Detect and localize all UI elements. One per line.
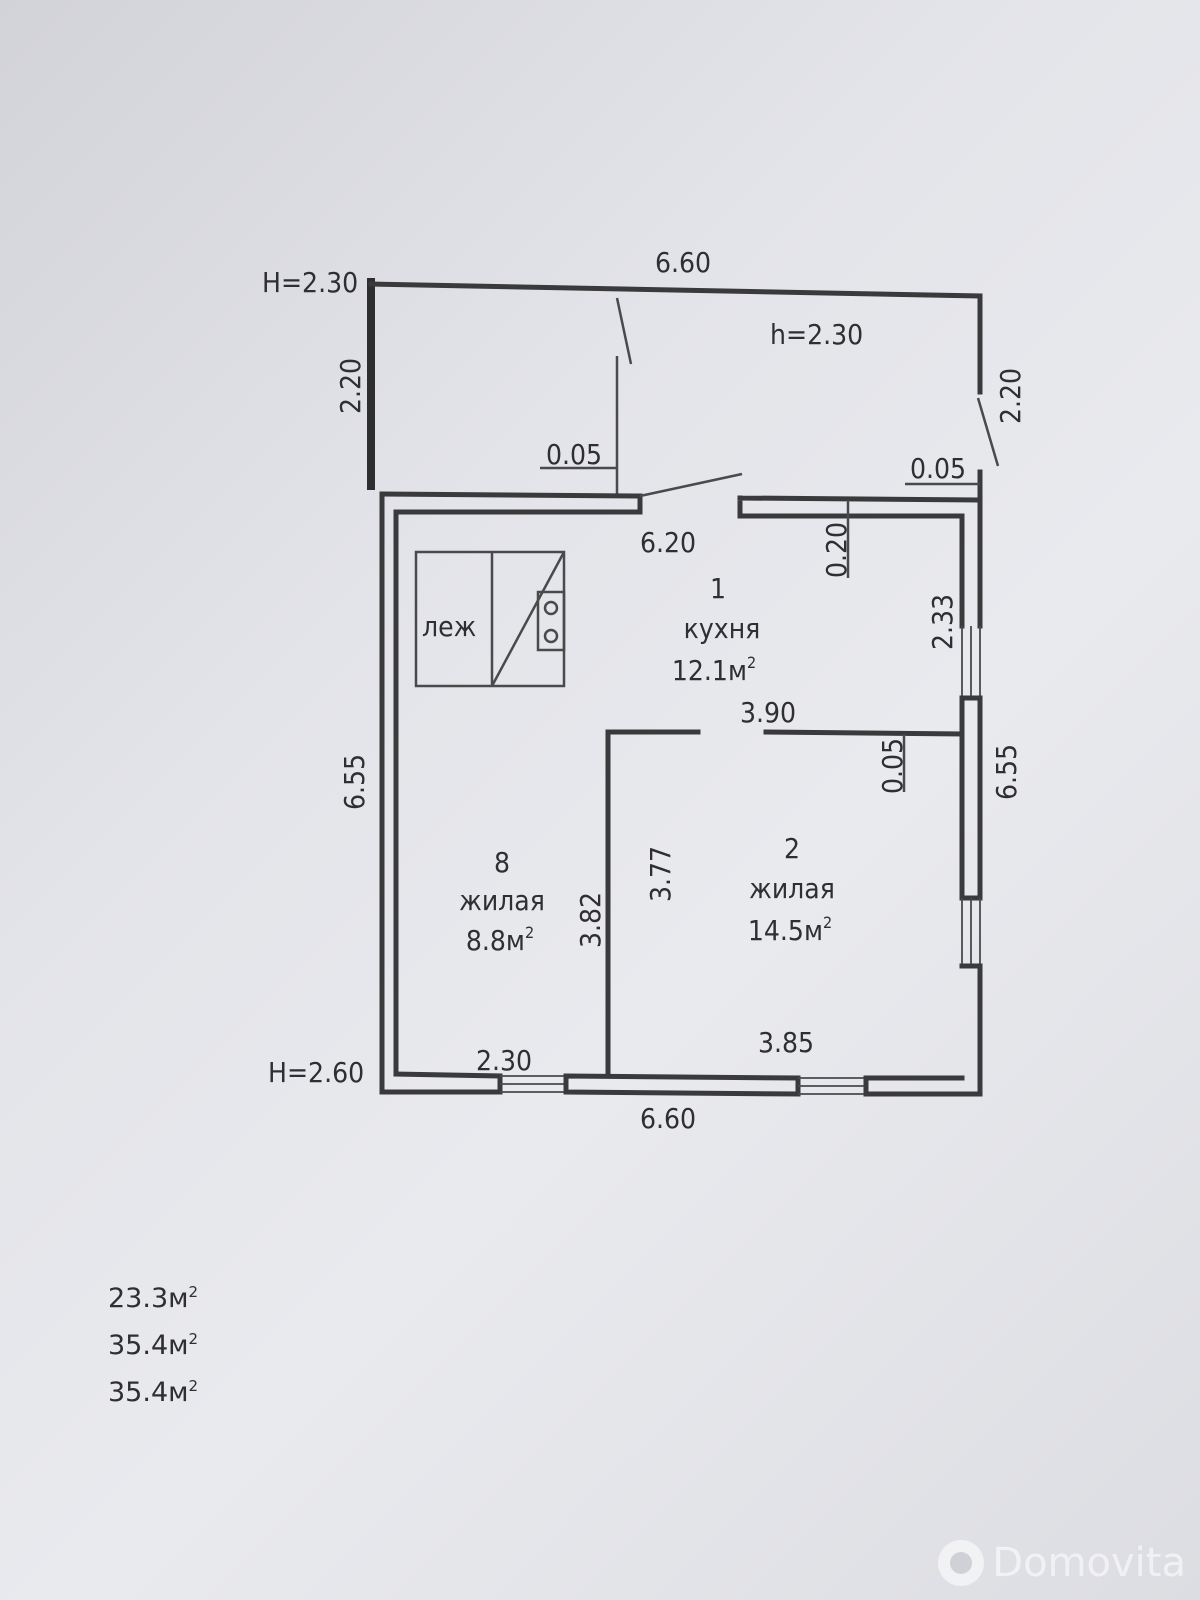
- house-top-wall-left: [379, 491, 643, 515]
- house-right-wall-lower: [959, 963, 983, 1097]
- label-veranda-partition-right: 0.05: [910, 452, 966, 485]
- label-room2-height: 3.77: [644, 846, 677, 902]
- house-top-wall-right: [737, 495, 983, 519]
- label-height-top: H=2.30: [262, 266, 358, 299]
- label-veranda-height: h=2.30: [770, 318, 863, 351]
- room-1-area: 12.1м2: [672, 653, 756, 687]
- label-top-width: 6.60: [655, 246, 711, 279]
- entrance-door: [639, 472, 743, 498]
- house-bottom-wall-right: [863, 1075, 983, 1097]
- label-inner-top-width: 6.20: [640, 526, 696, 559]
- room-8-area: 8.8м2: [466, 923, 534, 957]
- label-veranda-left-depth: 2.20: [334, 358, 367, 414]
- veranda-top-wall: [368, 281, 983, 395]
- window-bottom-1: [500, 1075, 566, 1093]
- room-8-number: 8: [494, 846, 510, 879]
- label-right-height: 6.55: [990, 744, 1023, 800]
- veranda-door-right: [976, 397, 1000, 467]
- total-line: 23.3м2: [108, 1283, 199, 1314]
- label-kitchen-bottom: 3.90: [740, 696, 796, 729]
- label-partition: 0.05: [876, 738, 909, 794]
- watermark: Domovita: [938, 1540, 1186, 1586]
- partition-room8: [605, 729, 701, 1079]
- total-line: 35.4м2: [108, 1330, 199, 1361]
- room-1-name: кухня: [684, 612, 761, 645]
- label-left-height: 6.55: [338, 754, 371, 810]
- partition-room2: [763, 729, 965, 737]
- label-room8-height: 3.82: [574, 892, 607, 948]
- house-right-wall-middle: [959, 695, 983, 901]
- window-right-1: [961, 626, 981, 698]
- label-room2-width: 3.85: [758, 1026, 814, 1059]
- area-totals: 23.3м2 35.4м2 35.4м2: [108, 1272, 198, 1413]
- total-line: 35.4м2: [108, 1377, 199, 1408]
- label-veranda-right-depth: 2.20: [994, 368, 1027, 424]
- house-bottom-wall-middle: [563, 1073, 801, 1097]
- domovita-logo-icon: [938, 1540, 985, 1586]
- label-stove: леж: [422, 610, 476, 643]
- room-2-name: жилая: [749, 872, 835, 905]
- label-bottom-width: 6.60: [640, 1102, 696, 1135]
- window-right-2: [961, 898, 981, 966]
- room-8-name: жилая: [459, 884, 545, 917]
- room-2-area: 14.5м2: [748, 913, 832, 947]
- label-height-bottom: H=2.60: [268, 1056, 364, 1089]
- veranda-partition-door: [615, 297, 633, 365]
- stove-icon: [414, 550, 566, 688]
- window-bottom-2: [798, 1077, 866, 1095]
- label-veranda-partition-left: 0.05: [546, 438, 602, 471]
- house-right-wall-upper: [959, 497, 983, 629]
- room-2-number: 2: [784, 832, 800, 865]
- watermark-text: Domovita: [992, 1540, 1186, 1586]
- label-wall-thickness: 0.20: [820, 522, 853, 578]
- room-1-number: 1: [710, 572, 726, 605]
- label-room8-width: 2.30: [476, 1044, 532, 1077]
- label-kitchen-right: 2.33: [926, 594, 959, 650]
